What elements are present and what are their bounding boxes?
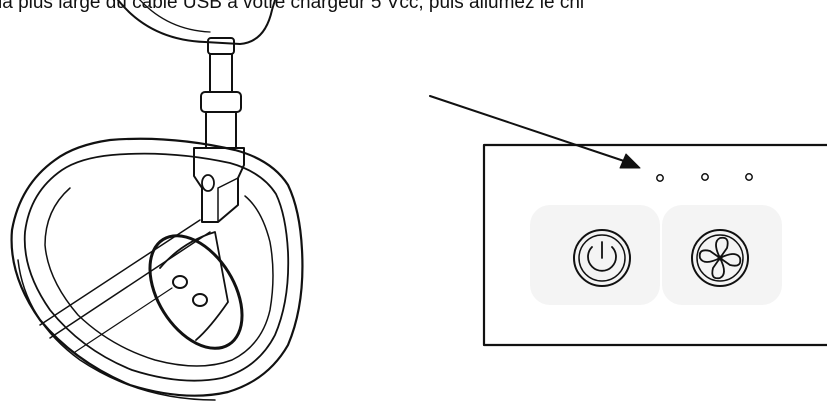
instruction-text: la plus large du câble USB à votre charg… (0, 0, 585, 13)
pointer-arrow (429, 95, 641, 169)
indicator-light-3 (745, 173, 753, 181)
wand-and-bowl-illustration (10, 0, 304, 401)
control-panel-illustration (482, 143, 827, 347)
indicator-light-2 (701, 173, 709, 181)
instruction-caption: la plus large du câble USB à votre charg… (0, 0, 827, 15)
indicator-light-1 (656, 174, 664, 182)
power-icon (573, 229, 631, 287)
fan-icon (691, 229, 749, 287)
